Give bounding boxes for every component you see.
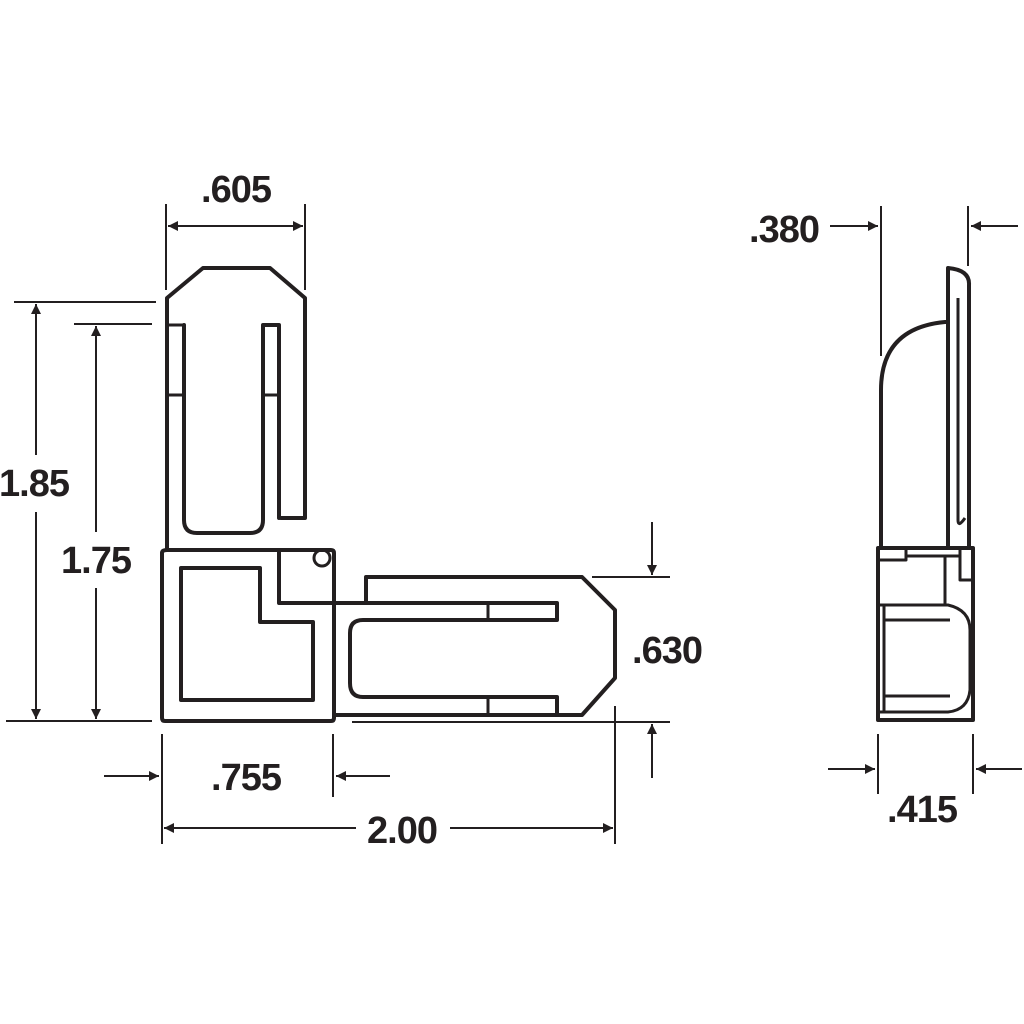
label-corner-width: .755: [211, 757, 282, 799]
side-base-box: [876, 546, 975, 722]
side-inner-line: [956, 298, 967, 525]
label-overall-height: 1.85: [0, 463, 70, 505]
horizontal-arm-slot: [348, 601, 559, 717]
corner-block-outline: [160, 548, 336, 723]
vertical-arm-slot: [182, 323, 281, 535]
dimension-overall-height: 1.85: [0, 301, 156, 722]
dimension-side-depth-bottom: .415: [828, 734, 1022, 831]
horizontal-arm-outline: [332, 575, 617, 717]
front-view: [160, 266, 617, 723]
label-arm-height: .630: [632, 630, 702, 672]
vertical-arm-outline: [165, 266, 307, 552]
label-inner-height: 1.75: [61, 540, 132, 582]
corner-block-inner: [179, 566, 315, 702]
dimension-arm-height: .630: [352, 522, 703, 778]
dimension-inner-height: 1.75: [61, 323, 152, 719]
label-side-depth-top: .380: [749, 209, 819, 251]
label-overall-width: 2.00: [367, 810, 437, 852]
side-base-details: [878, 548, 973, 714]
corner-pin: [312, 548, 332, 568]
label-top-width: .605: [201, 169, 272, 211]
vertical-arm-rail-left: [167, 323, 184, 397]
dimension-top-width: .605: [165, 169, 306, 290]
side-view: [876, 266, 975, 722]
side-rounded-body: [879, 320, 950, 550]
side-back-plate: [946, 266, 972, 550]
dimension-overall-width: 2.00: [164, 706, 616, 852]
corner-block-step: [277, 548, 336, 605]
label-side-depth-bottom: .415: [887, 789, 958, 831]
dimension-side-depth-top: .380: [749, 206, 1018, 356]
dimension-corner-width: .755: [104, 734, 390, 844]
